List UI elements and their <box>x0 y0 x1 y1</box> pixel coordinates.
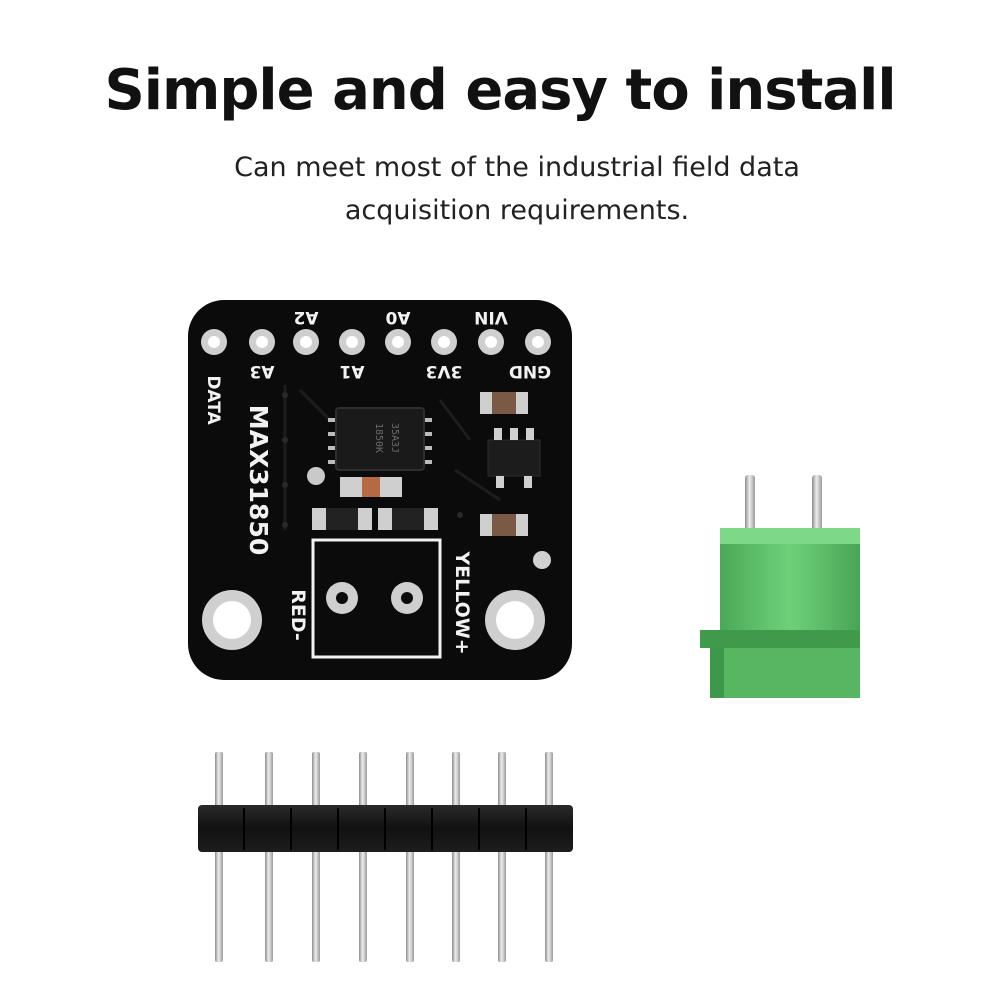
max31850-ic: 1850K 35A3J <box>328 407 432 471</box>
pcb-traces <box>283 385 501 530</box>
mounting-hole-right <box>485 590 545 650</box>
label-a0: A0 <box>385 307 410 327</box>
pad-gnd <box>525 329 551 355</box>
pad-a3 <box>249 329 275 355</box>
label-a1: A1 <box>340 361 365 381</box>
subline-1: Can meet most of the industrial field da… <box>234 152 800 183</box>
screw-terminal-block <box>700 475 860 698</box>
led-pad <box>533 551 551 569</box>
label-vin: VIN <box>474 307 508 327</box>
label-a3: A3 <box>250 361 275 381</box>
terminal-outline <box>311 538 442 659</box>
subline-2: acquisition requirements. <box>344 195 690 226</box>
pad-vin <box>478 329 504 355</box>
label-data: DATA <box>203 375 223 425</box>
chip-marking-1: 1850K <box>373 423 384 453</box>
label-red: RED- <box>287 589 309 641</box>
pin-header <box>198 752 573 962</box>
smd-components <box>312 392 541 536</box>
terminal-pads <box>326 582 423 614</box>
pin-pads <box>201 329 551 355</box>
pad-data <box>201 329 227 355</box>
pad-a0 <box>385 329 411 355</box>
label-model: MAX31850 <box>244 405 273 555</box>
chip-marking-2: 35A3J <box>389 423 400 453</box>
label-gnd: GND <box>509 361 551 381</box>
headline: Simple and easy to install <box>104 58 896 123</box>
mounting-hole-left <box>202 590 262 650</box>
pad-a1 <box>339 329 365 355</box>
label-a2: A2 <box>294 307 319 327</box>
pad-a2 <box>293 329 319 355</box>
vias <box>282 392 463 528</box>
label-yellow: YELLOW+ <box>451 550 473 654</box>
label-3v3: 3V3 <box>426 361 463 381</box>
test-pad <box>307 467 325 485</box>
max31850-board: A2 A0 VIN A3 A1 3V3 GND DATA MAX31850 <box>188 300 572 680</box>
pad-3v3 <box>431 329 457 355</box>
